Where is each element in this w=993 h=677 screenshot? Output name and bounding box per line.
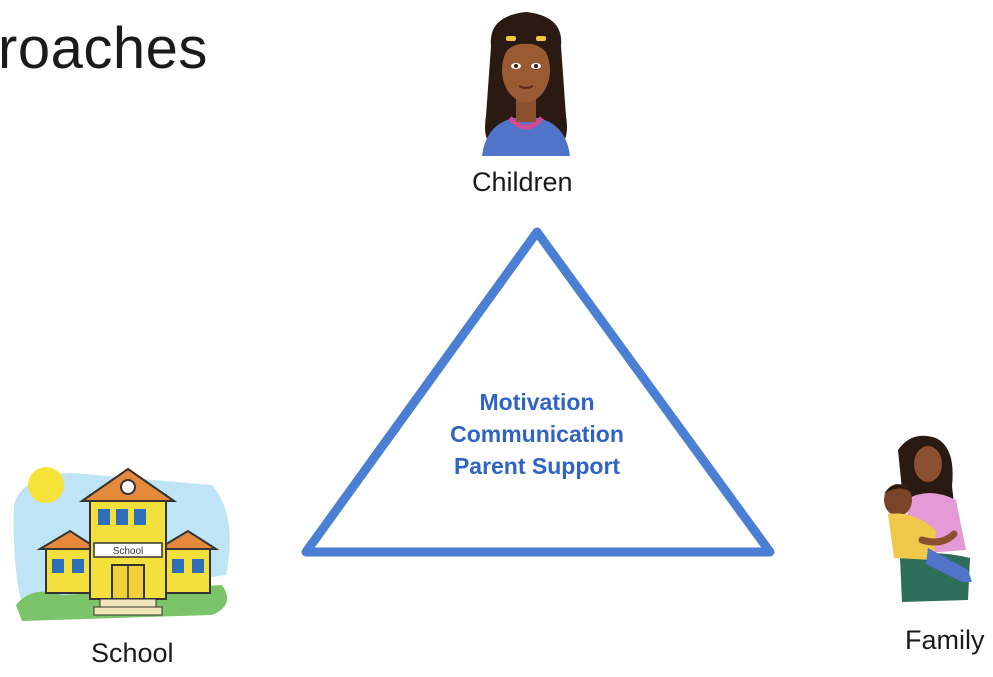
mother-child-icon: [884, 435, 972, 602]
node-label-school: School: [91, 638, 174, 668]
center-line-parent-support: Parent Support: [453, 453, 621, 479]
girl-portrait-icon: [482, 12, 570, 156]
triangle-center-text: Motivation Communication Parent Support: [387, 386, 687, 482]
node-label-family: Family: [905, 625, 985, 655]
center-line-communication: Communication: [450, 421, 624, 447]
school-sign-text: School: [113, 546, 144, 557]
node-label-children: Children: [472, 167, 573, 197]
school-building-icon: School: [13, 467, 230, 621]
center-line-motivation: Motivation: [479, 389, 595, 415]
slide-title: roaches: [0, 16, 208, 81]
